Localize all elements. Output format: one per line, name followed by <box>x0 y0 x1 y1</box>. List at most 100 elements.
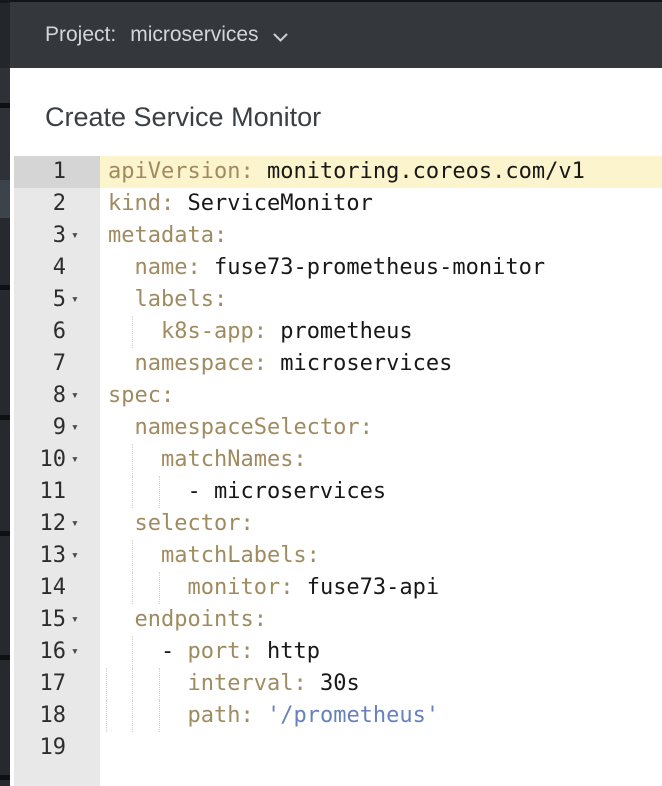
yaml-token-key: endpoints: <box>134 607 267 632</box>
editor-gutter <box>14 156 100 786</box>
code-content[interactable]: - port: http <box>100 636 662 668</box>
fold-toggle-icon[interactable]: ▾ <box>71 516 79 531</box>
collapsed-nav-strip <box>0 0 10 786</box>
editor-line-9[interactable]: 9▾ namespaceSelector: <box>10 412 662 444</box>
gutter-cell: 14 <box>14 572 100 604</box>
editor-line-8[interactable]: 8 ▾ spec: <box>10 380 662 412</box>
line-number: 14 <box>39 575 67 600</box>
yaml-token-plain: fuse73-prometheus-monitor <box>200 255 546 280</box>
editor-line-15[interactable]: 15 ▾ endpoints: <box>10 604 662 636</box>
editor-line-14[interactable]: 14 monitor: fuse73-api <box>10 572 662 604</box>
indent-guide <box>158 668 160 700</box>
gutter-cell: 19 <box>14 732 100 764</box>
editor-line-7[interactable]: 7 namespace: microservices <box>10 348 662 380</box>
fold-toggle-icon[interactable]: ▾ <box>71 644 79 659</box>
yaml-token-plain <box>254 703 267 728</box>
code-content[interactable]: monitor: fuse73-api <box>100 572 662 604</box>
editor-line-18[interactable]: 18 path: '/prometheus' <box>10 700 662 732</box>
yaml-token-plain <box>108 607 135 632</box>
yaml-token-plain <box>108 255 135 280</box>
editor-line-5[interactable]: 5▾ labels: <box>10 284 662 316</box>
fold-toggle-icon[interactable]: ▾ <box>71 292 79 307</box>
yaml-token-key: metadata: <box>108 223 228 248</box>
editor-line-12[interactable]: 12 ▾ selector: <box>10 508 662 540</box>
yaml-token-key: interval: <box>187 671 307 696</box>
code-content[interactable]: selector: <box>100 508 662 540</box>
yaml-token-key: matchLabels: <box>160 543 320 568</box>
gutter-cell: 3▾ <box>14 220 100 252</box>
code-content[interactable]: k8s-app: prometheus <box>100 316 662 348</box>
yaml-token-plain <box>108 287 135 312</box>
gutter-cell: 10 ▾ <box>14 444 100 476</box>
code-content[interactable]: kind: ServiceMonitor <box>100 188 662 220</box>
yaml-token-plain <box>108 351 135 376</box>
code-content[interactable]: endpoints: <box>100 604 662 636</box>
line-number: 8 <box>52 383 66 408</box>
editor-line-19[interactable]: 19 <box>10 732 662 764</box>
line-number: 13 <box>39 543 67 568</box>
fold-toggle-icon[interactable]: ▾ <box>71 452 79 467</box>
code-content[interactable]: name: fuse73-prometheus-monitor <box>100 252 662 284</box>
indent-guide <box>132 636 134 668</box>
yaml-token-string: '/prometheus' <box>266 703 440 728</box>
editor-line-4[interactable]: 4 name: fuse73-prometheus-monitor <box>10 252 662 284</box>
gutter-cell: 2 <box>14 188 100 220</box>
code-content[interactable]: interval: 30s <box>100 668 662 700</box>
indent-guide <box>132 316 134 348</box>
gutter-cell: 15 ▾ <box>14 604 100 636</box>
chevron-down-icon <box>273 25 288 49</box>
indent-guide <box>106 668 107 700</box>
gutter-cell: 18 <box>14 700 100 732</box>
yaml-token-plain: fuse73-api <box>293 575 440 600</box>
yaml-token-plain <box>108 703 187 728</box>
yaml-token-key: namespaceSelector: <box>134 415 373 440</box>
line-number: 15 <box>39 607 67 632</box>
code-content[interactable]: matchLabels: <box>100 540 662 572</box>
code-content[interactable]: apiVersion: monitoring.coreos.com/v1 <box>100 156 662 188</box>
code-content[interactable]: metadata: <box>100 220 662 252</box>
editor-line-16[interactable]: 16▾ - port: http <box>10 636 662 668</box>
fold-toggle-icon[interactable]: ▾ <box>71 420 79 435</box>
editor-line-3[interactable]: 3▾metadata: <box>10 220 662 252</box>
code-content[interactable]: path: '/prometheus' <box>100 700 662 732</box>
editor-line-11[interactable]: 11 - microservices <box>10 476 662 508</box>
fold-toggle-icon[interactable]: ▾ <box>71 612 79 627</box>
yaml-token-plain: microservices <box>266 351 453 376</box>
editor-line-6[interactable]: 6 k8s-app: prometheus <box>10 316 662 348</box>
line-number: 4 <box>52 255 66 280</box>
code-content[interactable]: matchNames: <box>100 444 662 476</box>
code-content[interactable]: namespaceSelector: <box>100 412 662 444</box>
yaml-token-plain: http <box>253 639 320 664</box>
fold-toggle-icon[interactable]: ▾ <box>71 388 79 403</box>
yaml-token-key: labels: <box>134 287 228 312</box>
code-content[interactable]: spec: <box>100 380 662 412</box>
fold-toggle-icon[interactable]: ▾ <box>71 228 79 243</box>
project-switcher[interactable]: Project: microservices <box>10 0 662 68</box>
indent-guide <box>158 572 160 604</box>
editor-line-17[interactable]: 17 interval: 30s <box>10 668 662 700</box>
line-number: 3 <box>52 223 66 248</box>
code-content[interactable]: namespace: microservices <box>100 348 662 380</box>
code-content[interactable]: - microservices <box>100 476 662 508</box>
code-content[interactable] <box>100 732 662 764</box>
yaml-token-plain <box>108 575 187 600</box>
yaml-token-key: kind: <box>108 191 175 216</box>
editor-line-10[interactable]: 10 ▾ matchNames: <box>10 444 662 476</box>
code-content[interactable]: labels: <box>100 284 662 316</box>
gutter-cell: 6 <box>14 316 100 348</box>
line-number: 11 <box>39 479 67 504</box>
yaml-token-plain <box>108 447 161 472</box>
fold-toggle-icon[interactable]: ▾ <box>71 548 79 563</box>
gutter-cell: 16▾ <box>14 636 100 668</box>
line-number: 10 <box>39 447 67 472</box>
line-number: 12 <box>39 511 67 536</box>
editor-line-13[interactable]: 13 ▾ matchLabels: <box>10 540 662 572</box>
yaml-token-plain <box>108 671 187 696</box>
yaml-token-plain: monitoring.coreos.com/v1 <box>253 159 585 184</box>
line-number: 19 <box>39 735 67 760</box>
yaml-token-plain <box>108 415 135 440</box>
line-number: 6 <box>52 319 66 344</box>
